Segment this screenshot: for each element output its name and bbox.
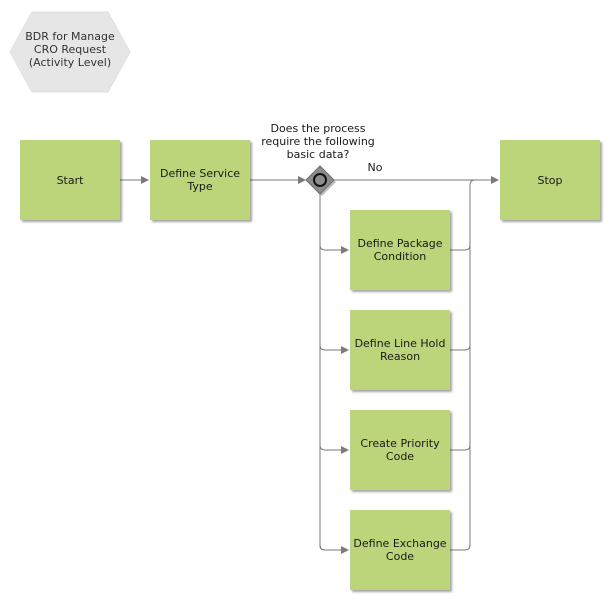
connector-gateway-to-create-priority-code (319, 444, 349, 454)
define-service-type-box[interactable]: Define Service Type (150, 140, 250, 220)
create-priority-code-label: Create Priority Code (360, 437, 440, 463)
define-service-type-label: Define Service Type (159, 167, 241, 193)
title-hexagon-shape (9, 11, 131, 93)
start-label: Start (56, 173, 84, 187)
define-line-hold-reason-box[interactable]: Define Line Hold Reason (350, 310, 450, 390)
connector-merge-vertical (469, 179, 476, 545)
gateway-question-label: Does the process require the following b… (252, 122, 384, 161)
connector-create-priority-code-to-merge (450, 444, 471, 451)
define-exchange-code-box[interactable]: Define Exchange Code (350, 510, 450, 590)
title-line-2: CRO Request (33, 43, 107, 56)
gateway-question-line-2: require the following (261, 135, 375, 148)
connector-define-package-condition-to-merge (450, 244, 471, 251)
title-line-3: (Activity Level) (28, 56, 112, 69)
gateway-diamond (305, 165, 335, 195)
stop-box[interactable]: Stop (500, 140, 600, 220)
connector-define-line-hold-reason-to-merge (450, 344, 471, 351)
stop-label: Stop (537, 173, 563, 187)
start-box[interactable]: Start (20, 140, 120, 220)
define-line-hold-reason-label: Define Line Hold Reason (354, 337, 446, 363)
gateway-circle-icon (313, 173, 327, 187)
gateway-question-line-1: Does the process (270, 122, 366, 135)
connector-gateway-to-define-line-hold-reason (319, 344, 349, 354)
gateway-question-line-3: basic data? (286, 148, 350, 161)
title-hexagon-label: BDR for Manage CRO Request (Activity Lev… (12, 30, 128, 69)
define-exchange-code-label: Define Exchange Code (353, 537, 447, 563)
title-line-1: BDR for Manage (25, 30, 115, 43)
connector-gateway-to-define-exchange-code (319, 544, 349, 554)
gateway-no-label: No (367, 161, 383, 174)
define-package-condition-box[interactable]: Define Package Condition (350, 210, 450, 290)
define-package-condition-label: Define Package Condition (357, 237, 443, 263)
connector-gateway-to-define-package-condition (319, 244, 349, 254)
connector-define-exchange-code-to-merge (450, 544, 471, 551)
create-priority-code-box[interactable]: Create Priority Code (350, 410, 450, 490)
